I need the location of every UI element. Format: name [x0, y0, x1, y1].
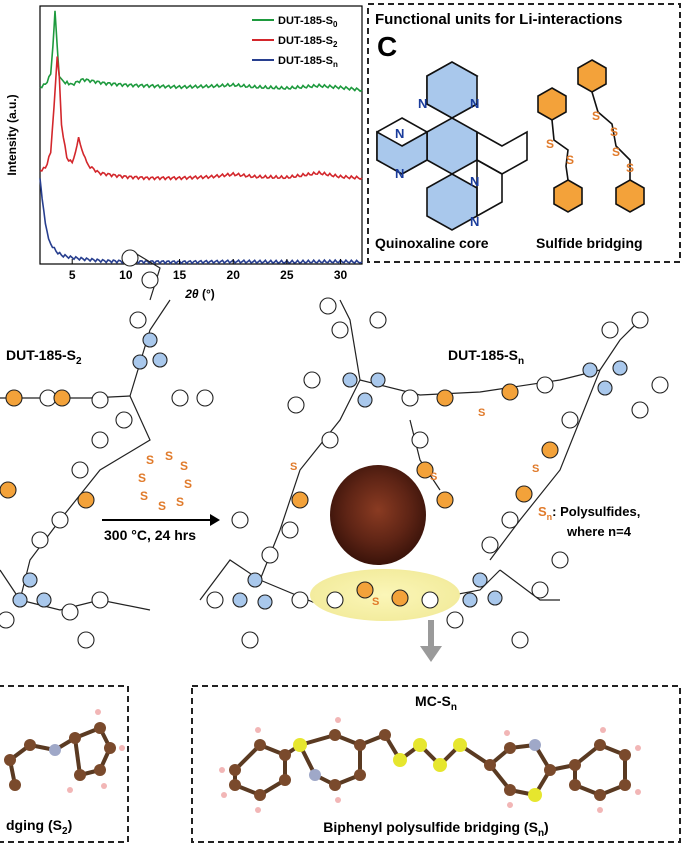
left-caption-end: ) — [68, 817, 73, 833]
x-tick-label: 15 — [173, 268, 187, 282]
x-tick-label: 20 — [227, 268, 241, 282]
quinoxaline-label: Quinoxaline core — [375, 235, 489, 251]
polysulfide-legend: Sn: Polysulfides, — [538, 504, 640, 522]
mc-title-sub: n — [451, 702, 457, 713]
left-ball-stick-model — [8, 726, 112, 786]
series-line-n — [39, 178, 363, 265]
series-line-2 — [39, 56, 363, 181]
series-line-0 — [39, 10, 363, 93]
powder-sample-photo — [330, 465, 426, 565]
x-axis-unit: (°) — [199, 287, 215, 301]
s-atom: S — [180, 459, 188, 473]
s-atom: S — [566, 153, 574, 167]
sn-sub: n — [547, 512, 553, 522]
s-atom: S — [165, 449, 173, 463]
s-atom: S — [592, 109, 600, 123]
sn-link-label: S — [372, 596, 379, 608]
panel-c: Functional units for Li-interactions C N… — [367, 3, 681, 263]
left-caption: dging (S2) — [6, 817, 72, 837]
x-tick-label: 10 — [119, 268, 133, 282]
reaction-conditions: 300 °C, 24 hrs — [104, 527, 196, 543]
sulfide-bridging-structures — [537, 59, 645, 213]
plot-frame — [39, 5, 363, 265]
bottom-right-panel: MC-Sn — [191, 685, 681, 843]
polysulfide-legend-2: where n=4 — [566, 524, 632, 539]
left-caption-main: dging (S — [6, 817, 62, 833]
s-atom: S — [612, 145, 620, 159]
reaction-arrow — [102, 514, 220, 526]
right-framework-title: DUT-185-Sn — [448, 347, 524, 367]
legend-label: DUT-185-Sn — [278, 55, 338, 69]
right-caption-sub: n — [538, 828, 544, 839]
highlight-ellipse — [310, 569, 460, 621]
x-tick-label: 5 — [69, 268, 76, 282]
n-atom: N — [395, 126, 404, 141]
x-tick-label: 25 — [280, 268, 294, 282]
panel-c-title: Functional units for Li-interactions — [375, 11, 623, 28]
bottom-left-panel: dging (S2) — [0, 685, 129, 843]
left-caption-sub: 2 — [62, 826, 68, 837]
n-atom: N — [470, 96, 479, 111]
sulfide-s-atoms: S S S S S S — [546, 109, 634, 175]
sn-link-label: S — [290, 461, 297, 473]
n-atom: N — [470, 174, 479, 189]
sn-link-label: S — [430, 471, 437, 483]
panel-c-letter: C — [377, 31, 397, 62]
bottom-left-border — [0, 685, 129, 843]
s8-ring: S S S S S S S S — [138, 449, 192, 513]
quinoxaline-core-structure — [376, 61, 528, 231]
sn-desc-1: : Polysulfides, — [552, 504, 640, 519]
sn-link-label: S — [532, 463, 539, 475]
s-atom: S — [140, 489, 148, 503]
sn-link-label: S — [478, 407, 485, 419]
s-atom: S — [184, 477, 192, 491]
s-atom: S — [610, 125, 618, 139]
panel-c-border — [367, 3, 681, 263]
s-atom: S — [176, 495, 184, 509]
left-framework-title: DUT-185-S2 — [6, 347, 82, 367]
x-axis-symbol: 2θ — [184, 287, 199, 301]
y-axis-label: Intensity (a.u.) — [5, 94, 19, 175]
series-layer — [39, 10, 363, 265]
left-title-main: DUT-185-S — [6, 347, 76, 363]
quinoxaline-n-atoms: N N N N N N — [395, 96, 479, 229]
mc-sn-atoms — [219, 717, 641, 813]
n-atom: N — [470, 214, 479, 229]
mc-sn-title: MC-Sn — [415, 693, 457, 713]
right-caption-main: Biphenyl polysulfide bridging (S — [323, 819, 538, 835]
legend-label: DUT-185-S0 — [278, 15, 338, 29]
x-axis-label: 2θ (°) — [184, 287, 215, 301]
sn-symbol: S — [538, 504, 547, 519]
left-title-sub: 2 — [76, 356, 82, 367]
s-atom: S — [146, 453, 154, 467]
right-title-sub: n — [518, 356, 524, 367]
n-atom: N — [395, 166, 404, 181]
s-atom: S — [138, 471, 146, 485]
s-atom: S — [546, 137, 554, 151]
right-sn-labels: S S S S S — [290, 407, 539, 608]
x-axis-ticks: 5 10 15 20 25 30 — [69, 259, 348, 282]
x-tick-label: 30 — [334, 268, 348, 282]
n-atom: N — [418, 96, 427, 111]
right-caption-end: ) — [544, 819, 549, 835]
legend-label: DUT-185-S2 — [278, 35, 338, 49]
right-caption: Biphenyl polysulfide bridging (Sn) — [323, 819, 548, 839]
framework-scheme: DUT-185-S2 S S S S S S S S 300 °C, 24 hr… — [0, 249, 669, 662]
mc-title-main: MC-S — [415, 693, 451, 709]
dut-185-s2-framework — [0, 249, 171, 611]
left-benzene-rings — [0, 249, 214, 649]
right-benzene-rings — [206, 297, 669, 649]
bottom-right-border — [191, 685, 681, 843]
sulfide-label: Sulfide bridging — [536, 235, 643, 251]
s-atom: S — [158, 499, 166, 513]
right-title-main: DUT-185-S — [448, 347, 518, 363]
s-atom: S — [626, 161, 634, 175]
down-arrow — [420, 620, 442, 662]
left-atoms — [4, 709, 125, 793]
